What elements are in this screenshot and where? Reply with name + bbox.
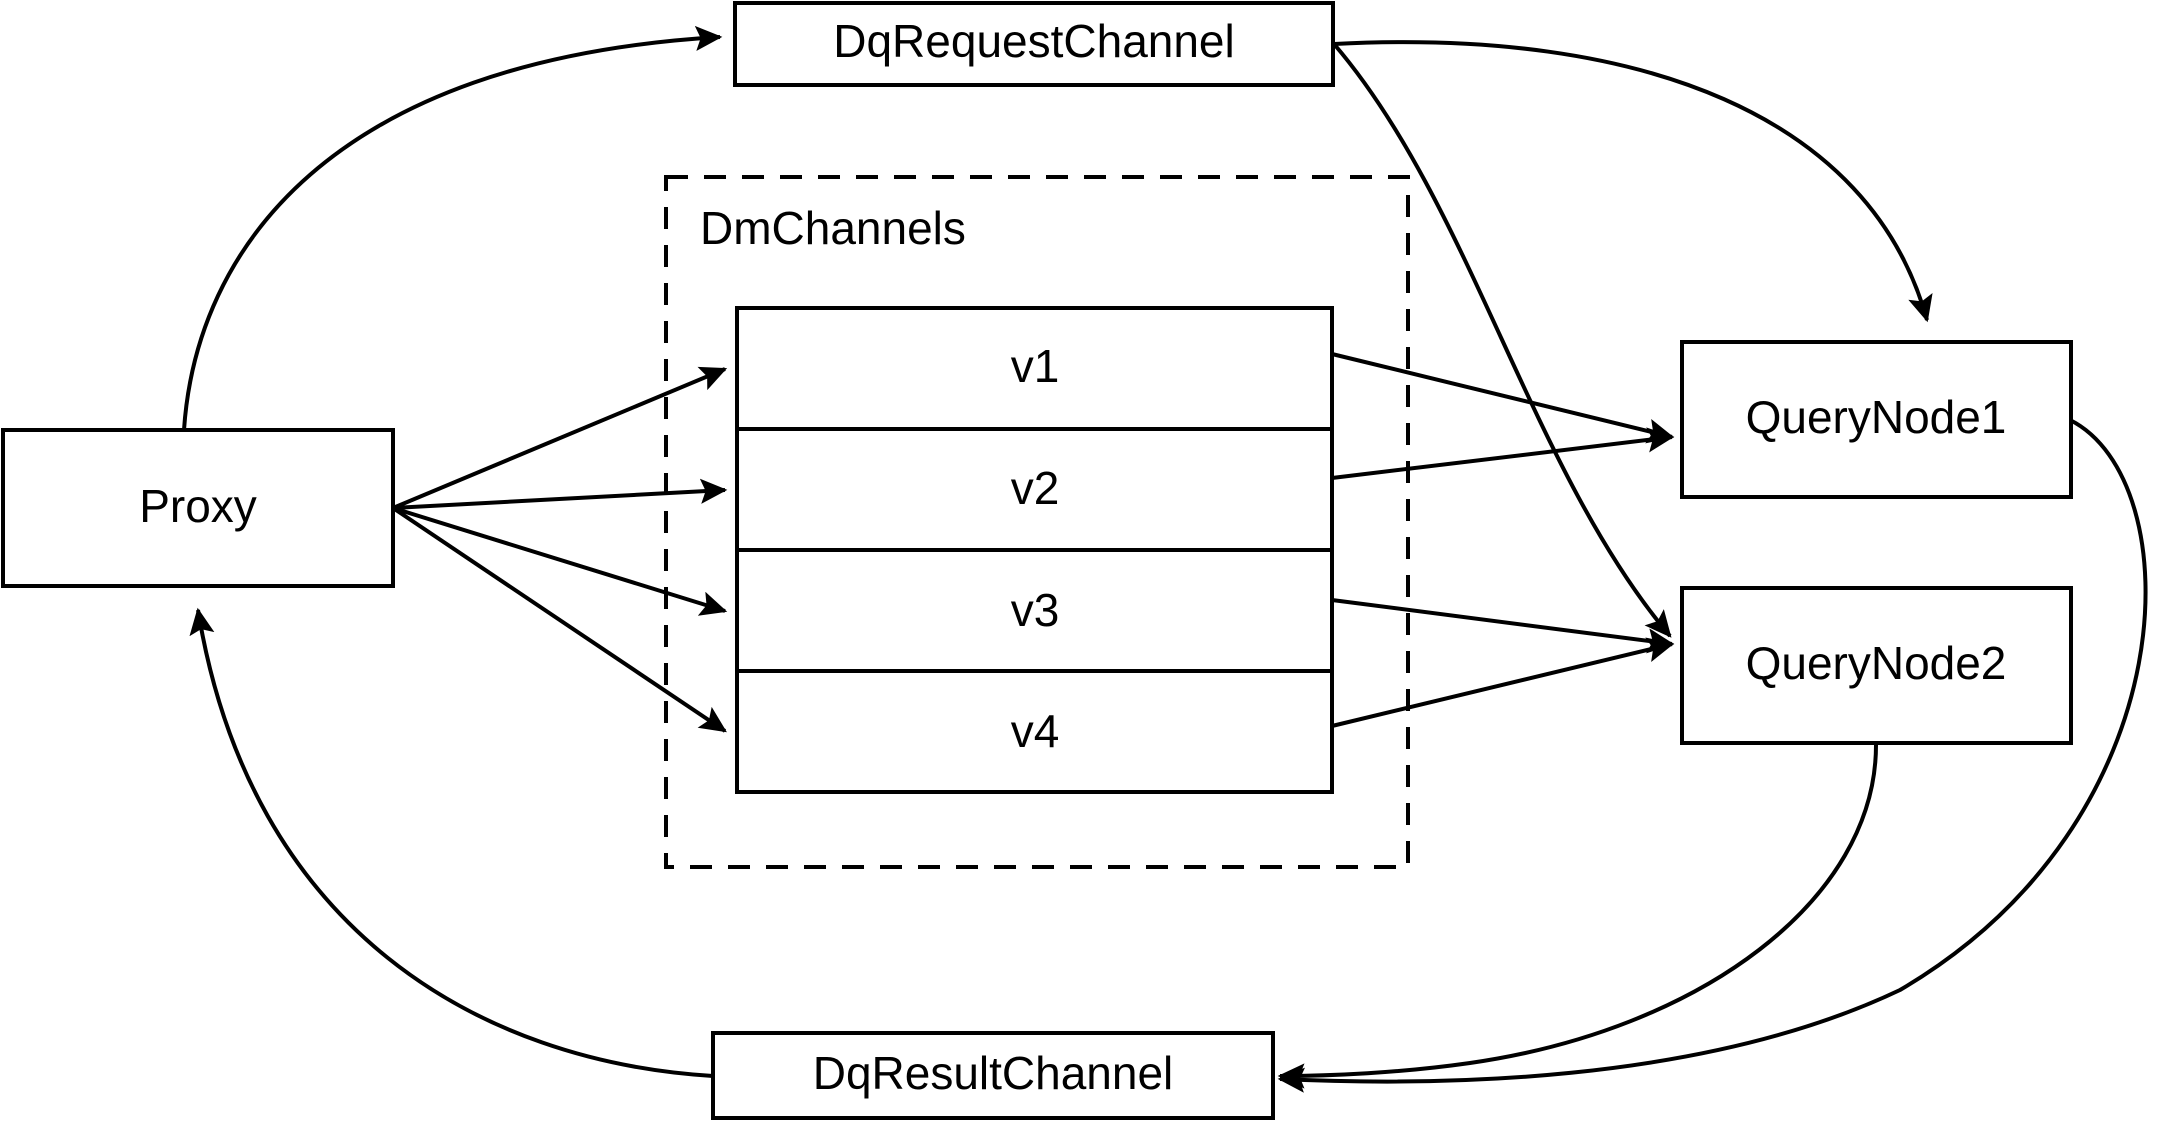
node-dq-result-channel-label: DqResultChannel bbox=[813, 1047, 1174, 1099]
dm-channel-row-v1[interactable]: v1 bbox=[1011, 340, 1060, 392]
edge-v1-to-query-node-1 bbox=[1331, 352, 1675, 444]
node-query-node-1-label: QueryNode1 bbox=[1746, 391, 2007, 443]
edge-query-node-2-to-dq-result-channel bbox=[1277, 744, 1878, 1089]
node-query-node-1-box[interactable] bbox=[1680, 340, 2073, 499]
node-dq-result-channel-box[interactable] bbox=[711, 1031, 1275, 1120]
edge-dq-request-channel-to-query-node-1 bbox=[1333, 40, 1933, 323]
node-dq-request-channel-box[interactable] bbox=[733, 1, 1335, 87]
node-proxy-box[interactable] bbox=[1, 428, 395, 588]
edge-v3-to-query-node-2 bbox=[1331, 598, 1675, 654]
dm-channels-label: DmChannels bbox=[700, 202, 966, 254]
edge-proxy-to-dq-request-channel bbox=[182, 25, 723, 431]
edge-query-node-1-to-dq-result-channel bbox=[1277, 418, 2148, 1093]
edge-proxy-to-v2 bbox=[392, 478, 728, 510]
node-dq-request-channel-label: DqRequestChannel bbox=[833, 15, 1235, 67]
edge-dq-request-channel-to-query-node-2 bbox=[1332, 42, 1672, 638]
dm-channels-group bbox=[664, 175, 1410, 869]
edge-proxy-to-v1 bbox=[392, 366, 728, 510]
dm-channel-row-v4[interactable]: v4 bbox=[1011, 705, 1060, 757]
edge-v4-to-query-node-2 bbox=[1331, 637, 1675, 728]
edge-v2-to-query-node-1 bbox=[1331, 427, 1675, 480]
node-query-node-2-box[interactable] bbox=[1680, 586, 2073, 745]
dm-channel-row-v3[interactable]: v3 bbox=[1011, 584, 1060, 636]
edge-dq-result-channel-to-proxy bbox=[189, 607, 714, 1078]
dm-channel-row-v2[interactable]: v2 bbox=[1011, 462, 1060, 514]
node-query-node-2-label: QueryNode2 bbox=[1746, 637, 2007, 689]
edge-proxy-to-v4 bbox=[391, 506, 727, 733]
edge-proxy-to-v3 bbox=[392, 506, 728, 616]
node-proxy-label: Proxy bbox=[139, 480, 257, 532]
